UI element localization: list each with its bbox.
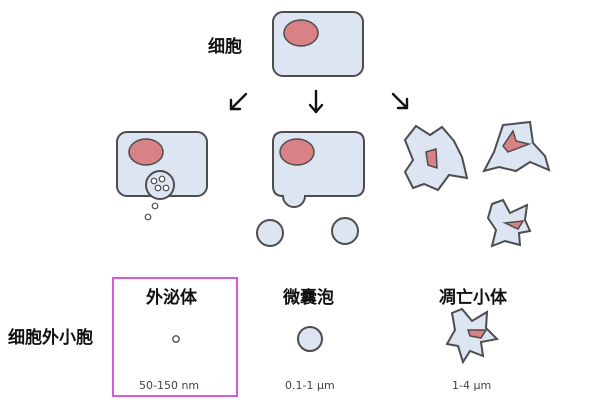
- released-exosome: [151, 202, 159, 210]
- apoptotic-body-label: 凋亡小体: [439, 287, 508, 308]
- apoptotic-body-shape: [445, 307, 500, 365]
- apoptotic-fragment-1: [403, 124, 469, 192]
- microvesicle-shape: [297, 326, 323, 352]
- parent-cell: [272, 11, 364, 77]
- right-arrow: [391, 92, 409, 110]
- microvesicle-label: 微囊泡: [282, 287, 334, 308]
- shed-microvesicle: [331, 217, 359, 245]
- apoptotic-fragment-3: [486, 198, 532, 248]
- cell-label: 细胞: [208, 36, 242, 57]
- microvesicle-size: 0.1-1 µm: [285, 379, 335, 392]
- shed-microvesicle: [256, 219, 284, 247]
- microvesicle-cell-nucleus: [279, 138, 315, 166]
- exosome-label: 外泌体: [146, 287, 198, 308]
- microvesicle-budding-cell: [256, 131, 365, 247]
- apoptotic-fragment-2: [482, 120, 551, 173]
- parent-cell-nucleus: [283, 19, 319, 47]
- exosome-shape: [172, 335, 180, 343]
- exosome-releasing-cell: [116, 131, 208, 221]
- exosome-highlight-box: [112, 277, 238, 397]
- left-arrow: [229, 92, 248, 111]
- exosome-size: 50-150 nm: [139, 379, 199, 392]
- exosome-cell-nucleus: [128, 138, 164, 166]
- extracellular-vesicles-label: 细胞外小胞: [8, 327, 93, 348]
- multivesicular-body: [145, 170, 175, 200]
- apoptotic-body-size: 1-4 µm: [452, 379, 491, 392]
- middle-arrow: [308, 89, 324, 114]
- released-exosome: [144, 213, 152, 221]
